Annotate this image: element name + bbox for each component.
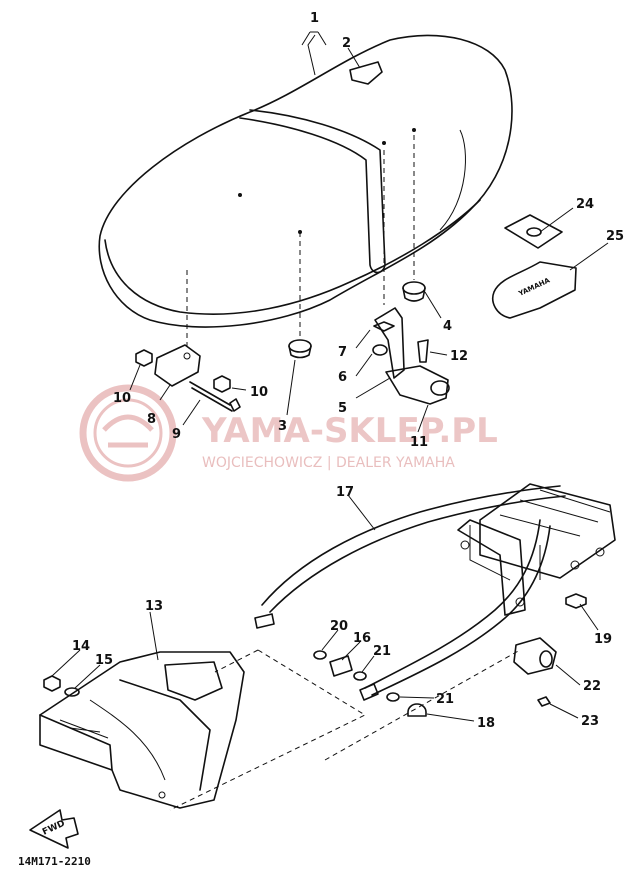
collar-16 <box>329 655 353 677</box>
callout-numbers: 1 2 3 4 5 6 7 8 9 10 10 11 12 13 14 15 1… <box>72 11 624 731</box>
washer-20 <box>313 650 327 660</box>
callout-10-left: 10 <box>113 391 131 406</box>
seat-emblem-2 <box>349 61 383 85</box>
callout-leaders <box>51 31 609 722</box>
nut-10-left <box>135 349 153 367</box>
guide-lines <box>169 135 521 811</box>
callout-21-lower: 21 <box>436 692 454 707</box>
callout-5: 5 <box>338 401 347 416</box>
rack-hardware <box>313 593 587 717</box>
callout-13: 13 <box>145 599 163 614</box>
washer-21-upper <box>353 671 367 681</box>
callout-7: 7 <box>338 345 347 360</box>
callout-3: 3 <box>278 419 287 434</box>
washer-21-lower <box>386 692 400 702</box>
fwd-label: FWD <box>41 819 67 838</box>
part-6 <box>372 344 388 356</box>
diagram-code: 14M171-2210 <box>18 855 91 868</box>
seat-strap <box>239 109 386 274</box>
seat-outline <box>98 34 513 328</box>
callout-4: 4 <box>443 319 452 334</box>
bolt-9 <box>189 381 241 412</box>
bolt-19 <box>565 593 587 609</box>
seat-side-edge <box>104 199 481 315</box>
callout-21-upper: 21 <box>373 644 391 659</box>
callout-10-right: 10 <box>250 385 268 400</box>
watermark-brand: YAMA-SKLEP.PL <box>201 411 498 451</box>
clamp-22 <box>513 637 557 675</box>
carrier-rack-17 <box>254 483 616 701</box>
callout-15: 15 <box>95 653 113 668</box>
callout-23: 23 <box>581 714 599 729</box>
screw-23 <box>537 696 551 707</box>
nut-14 <box>43 675 61 692</box>
watermark-logo-icon <box>79 384 177 482</box>
seat-assembly <box>98 34 513 328</box>
callout-14: 14 <box>72 639 90 654</box>
watermark-tagline: WOJCIECHOWICZ | DEALER YAMAHA <box>202 455 455 471</box>
seat-bracket-8 <box>135 344 241 412</box>
seat-lock-11 <box>372 307 450 405</box>
callout-1: 1 <box>310 11 319 26</box>
callout-20: 20 <box>330 619 348 634</box>
seat-logo-text: YAMAHA <box>517 276 552 298</box>
part-7 <box>373 321 395 332</box>
callout-17: 17 <box>336 485 354 500</box>
part-24 <box>504 214 563 249</box>
callout-2: 2 <box>342 36 351 51</box>
damper-3 <box>288 339 312 359</box>
callout-11: 11 <box>410 435 428 450</box>
callout-9: 9 <box>172 427 181 442</box>
callout-25: 25 <box>606 229 624 244</box>
fwd-arrow-icon: FWD <box>29 809 79 849</box>
washer-15 <box>64 687 80 697</box>
callout-8: 8 <box>147 412 156 427</box>
tool-pouch-25: YAMAHA <box>492 261 577 319</box>
damper-4 <box>402 281 426 302</box>
seat-seam <box>439 129 466 231</box>
callout-24: 24 <box>576 197 594 212</box>
nut-10-right <box>213 375 231 393</box>
callout-18: 18 <box>477 716 495 731</box>
cap-nut-18 <box>407 703 427 717</box>
screw-12 <box>417 339 429 363</box>
callout-16: 16 <box>353 631 371 646</box>
watermark: YAMA-SKLEP.PL WOJCIECHOWICZ | DEALER YAM… <box>79 384 498 482</box>
callout-19: 19 <box>594 632 612 647</box>
callout-12: 12 <box>450 349 468 364</box>
callout-6: 6 <box>338 370 347 385</box>
callout-22: 22 <box>583 679 601 694</box>
luggage-base-13 <box>39 651 245 809</box>
